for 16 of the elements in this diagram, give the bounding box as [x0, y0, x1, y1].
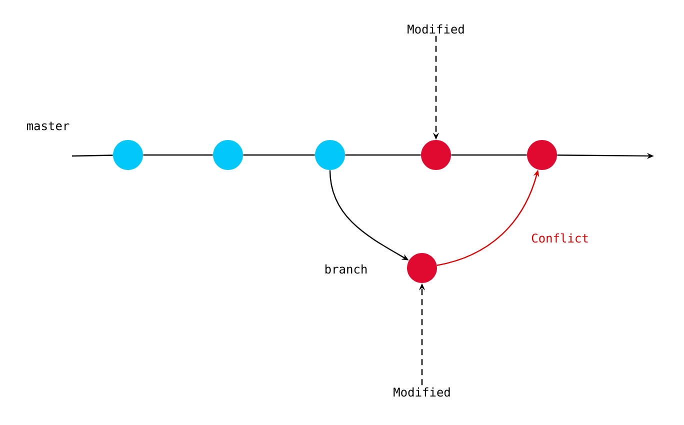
- timeline-line: [243, 154, 315, 156]
- branch-label: branch: [325, 264, 367, 274]
- timeline-line: [451, 154, 527, 156]
- commit-circle: [315, 140, 345, 170]
- branch-name: master: [26, 122, 70, 130]
- timeline-line: [72, 154, 113, 157]
- commit-circle: [407, 253, 437, 283]
- node-label: Modified: [394, 387, 450, 397]
- commit-circle: [527, 140, 557, 170]
- node-label: Modified: [408, 24, 464, 34]
- commit-circle: [213, 140, 243, 170]
- timeline-line: [345, 154, 421, 156]
- timeline-line: [143, 154, 213, 156]
- commit-circle: [113, 140, 143, 170]
- edge-label: Conflict: [532, 233, 588, 243]
- commit-circle: [421, 140, 451, 170]
